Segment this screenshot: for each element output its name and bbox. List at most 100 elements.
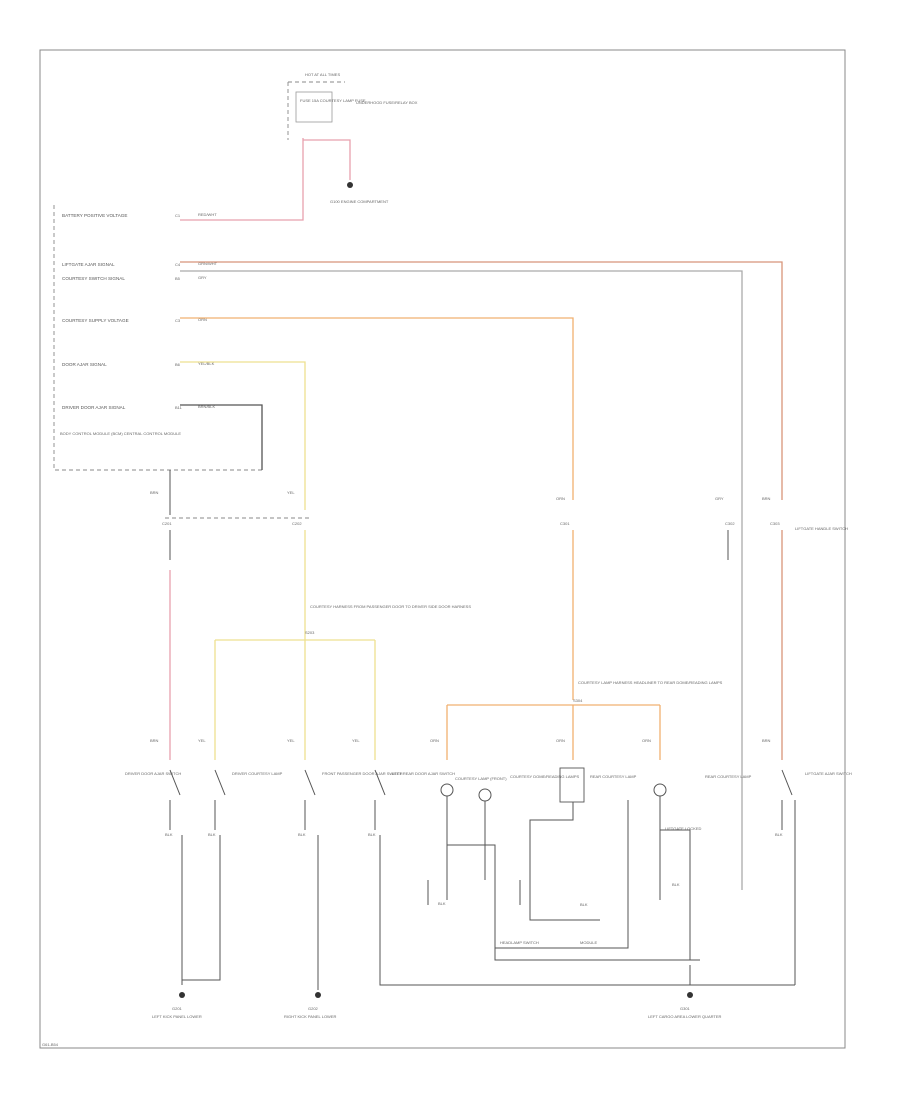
c302-wire-color: GRY [715,496,724,501]
module-line-6-pin: B11 [175,405,183,410]
component-6-name: COURTESY DOME/READING LAMPS [510,774,580,779]
driver-courtesy-switch-icon [214,769,226,830]
bottom-note-left: HEADLAMP SWITCH [500,940,539,945]
c201-id: C201 [162,521,172,526]
passenger-door-switch-icon [304,769,316,830]
ground-symbol-icon [347,182,353,188]
diagram-footer-code: G61-B54 [42,1042,59,1047]
fuse-label: FUSE 15A COURTESY LAMP FUSE [300,98,366,103]
misc-ground-stubs [427,880,521,905]
c303-id: C303 [770,521,780,526]
bulb-icon [478,788,492,802]
front-lamp-circuit [446,796,700,961]
component-5-wire-in: ORN [430,738,439,743]
ground-icon [315,992,321,998]
c301-wire-color: ORN [556,496,565,501]
grounds: G201 LEFT KICK PANEL LOWER G202 RIGHT KI… [152,992,722,1019]
ground-3-label: LEFT CARGO AREA LOWER QUARTER [648,1014,722,1019]
module-line-4-label: COURTESY SUPPLY VOLTAGE [62,318,129,323]
door-ajar-wire [180,361,306,510]
diagram-frame [39,49,846,1049]
courtesy-lamp-distribution-wire [446,704,661,760]
module-line-2-wire: GRN/WHT [198,261,218,266]
c302-id: C302 [725,521,735,526]
ground-run-g301 [379,835,795,986]
component-4-wire-in: YEL [352,738,360,743]
component-1-name: DRIVER DOOR AJAR SWITCH [125,771,181,776]
ground-icon [687,992,693,998]
component-row: DRIVER DOOR AJAR SWITCH BRN BLK DRIVER C… [125,738,852,985]
bottom-note-right: MODULE [580,940,597,945]
battery-feed-wire [180,215,304,221]
component-7-wire-out: BLK [672,882,680,887]
module-line-2-pin: C4 [175,262,181,267]
splice-s203-note: COURTESY HARNESS FROM PASSENGER DOOR TO … [310,604,471,609]
module-line-6-label: DRIVER DOOR AJAR SIGNAL [62,405,126,410]
c303-wire-color: BRN [762,496,771,501]
rear-door-switch-icon [374,769,386,830]
module-line-2-label: LIFTGATE AJAR SIGNAL [62,262,115,267]
component-5-name: COURTESY LAMP (FRONT) [455,776,507,781]
c202-id: C202 [292,521,302,526]
courtesy-supply-wire [180,317,574,500]
component-8-wire-in: BRN [762,738,771,743]
liftgate-locked-note: LIFTGATE LOCKED [665,826,701,831]
module-line-5-pin: B6 [175,362,181,367]
component-7-wire-in: ORN [642,738,651,743]
component-6-wire-in: ORN [556,738,565,743]
dome-lamp-box [559,767,585,803]
module-bottom-wire [495,800,629,949]
module-line-1-pin: C1 [175,213,181,218]
module-line-3-wire: GRY [198,275,207,280]
component-3-wire-in: YEL [287,738,295,743]
driver-door-wire [180,404,263,470]
c201-wire-color: BRN [150,490,159,495]
c301-id: C301 [560,521,570,526]
module-line-1-wire: RED/WHT [198,212,217,217]
component-2-name: DRIVER COURTESY LAMP [232,771,283,776]
module-line-4-pin: C3 [175,318,181,323]
fuse-branch-wire [303,139,351,180]
module-line-3-pin: B5 [175,276,181,281]
fuse-box-note: UNDERHOOD FUSE/RELAY BOX [356,100,418,105]
module-line-5-wire: YEL/BLK [198,361,215,366]
liftgate-handle-label: LIFTGATE HANDLE SWITCH [795,526,848,531]
bulb-icon [653,783,667,797]
component-1-wire-out: BLK [165,832,173,837]
courtesy-switch-wire [180,270,743,890]
component-8-name: LIFTGATE AJAR SWITCH [805,771,852,776]
component-2-wire-out: BLK [208,832,216,837]
splice-s203-id: S203 [305,630,315,635]
fuse-symbol [295,91,333,123]
driver-door-switch-icon [169,769,181,830]
fuse-box: HOT AT ALL TIMES FUSE 15A COURTESY LAMP … [287,72,418,215]
bulb-icon [440,783,454,797]
dome-lamp-circuit [529,802,600,921]
module-line-4-wire: ORN [198,317,207,322]
splice-s304-id: S304 [573,698,583,703]
liftgate-ajar-wire [180,261,783,500]
component-6b-name: REAR COURTESY LAMP [590,774,637,779]
module-line-5-label: DOOR AJAR SIGNAL [62,362,107,367]
fuse-box-header: HOT AT ALL TIMES [305,72,340,77]
ground-icon [179,992,185,998]
component-8-wire-out: BLK [775,832,783,837]
module-line-1-label: BATTERY POSITIVE VOLTAGE [62,213,127,218]
ground-1-id: G201 [172,1006,183,1011]
ground-1-label: LEFT KICK PANEL LOWER [152,1014,202,1019]
fuse-box-outline [287,81,345,140]
component-4-wire-out: BLK [368,832,376,837]
component-4-name: LEFT REAR DOOR AJAR SWITCH [392,771,455,776]
door-ajar-distribution-wire [214,639,376,760]
component-3-wire-out: BLK [298,832,306,837]
component-2-wire-in: YEL [198,738,206,743]
ground-2-id: G202 [308,1006,319,1011]
component-1-wire-in: BRN [150,738,159,743]
rear-lamp-circuit [659,796,691,960]
module-line-6-wire: BRN/BLK [198,404,215,409]
component-6-wire-out: BLK [580,902,588,907]
splice-s304-note: COURTESY LAMP HARNESS HEADLINER TO REAR … [578,680,723,685]
connector-row: BRN C201 YEL C202 ORN C301 GRY C302 BRN … [150,470,848,531]
component-5-wire-out: BLK [438,901,446,906]
